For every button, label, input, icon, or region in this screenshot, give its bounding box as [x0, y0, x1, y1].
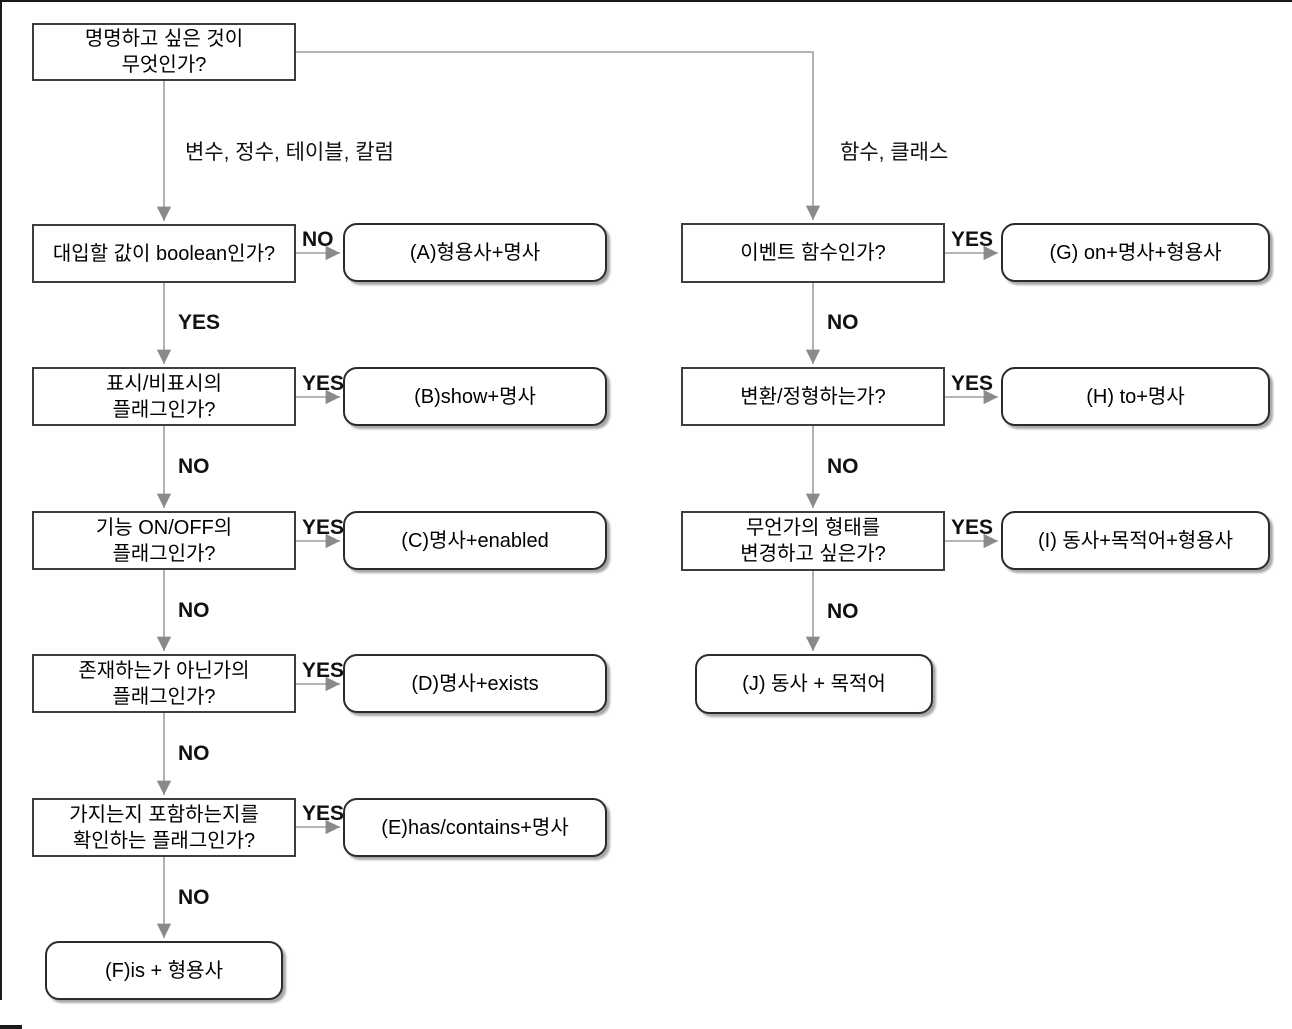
- decision-modify-shape: 무언가의 형태를 변경하고 싶은가?: [681, 511, 945, 571]
- decision-on-off-flag: 기능 ON/OFF의 플래그인가?: [32, 511, 296, 570]
- flow-node-root-question: 명명하고 싶은 것이 무엇인가?: [32, 23, 296, 81]
- result-f-is-adjective: (F)is + 형용사: [45, 941, 283, 1000]
- result-h-to-noun: (H) to+명사: [1001, 367, 1270, 426]
- edge-label-yes-convert-right: YES: [951, 372, 994, 395]
- edge-label-no-modify-down: NO: [827, 600, 859, 623]
- edge-label-yes-onoff-right: YES: [302, 516, 345, 539]
- edge-label-yes-show-right: YES: [302, 372, 345, 395]
- decision-boolean-value: 대입할 값이 boolean인가?: [32, 224, 296, 283]
- edge-label-yes-event-right: YES: [951, 228, 994, 251]
- page-border-top: [0, 0, 1292, 2]
- result-a-adjective-noun: (A)형용사+명사: [343, 223, 607, 282]
- result-g-on-noun-adjective: (G) on+명사+형용사: [1001, 223, 1270, 282]
- edge-label-left-branch: 변수, 정수, 테이블, 칼럼: [185, 141, 394, 164]
- edge-label-no-show-down: NO: [178, 455, 210, 478]
- edge-label-no-convert-down: NO: [827, 455, 859, 478]
- result-i-verb-object-adjective: (I) 동사+목적어+형용사: [1001, 511, 1270, 570]
- edge-label-no-exists-down: NO: [178, 742, 210, 765]
- edge-label-yes-has-right: YES: [302, 802, 345, 825]
- result-d-noun-exists: (D)명사+exists: [343, 654, 607, 713]
- edge-label-yes-modify-right: YES: [951, 516, 994, 539]
- edge-label-yes-exists-right: YES: [302, 659, 345, 682]
- edge-label-right-branch: 함수, 클래스: [840, 141, 949, 164]
- edge-label-no-has-down: NO: [178, 886, 210, 909]
- edge-label-no-boolean-right: NO: [302, 228, 334, 251]
- result-j-verb-object: (J) 동사 + 목적어: [695, 654, 933, 714]
- result-b-show-noun: (B)show+명사: [343, 367, 607, 426]
- decision-exists-flag: 존재하는가 아닌가의 플래그인가?: [32, 654, 296, 713]
- decision-event-function: 이벤트 함수인가?: [681, 223, 945, 283]
- result-c-noun-enabled: (C)명사+enabled: [343, 511, 607, 570]
- edge-label-no-onoff-down: NO: [178, 599, 210, 622]
- decision-show-hide-flag: 표시/비표시의 플래그인가?: [32, 367, 296, 426]
- edge-label-no-event-down: NO: [827, 311, 859, 334]
- decision-has-contains-flag: 가지는지 포함하는지를 확인하는 플래그인가?: [32, 798, 296, 857]
- decision-convert-format: 변환/정형하는가?: [681, 367, 945, 426]
- page-border-left: [0, 0, 2, 1000]
- edge-label-yes-boolean-down: YES: [178, 311, 221, 334]
- page-border-bottom-left-nub: [0, 1025, 22, 1029]
- result-e-has-contains-noun: (E)has/contains+명사: [343, 798, 607, 857]
